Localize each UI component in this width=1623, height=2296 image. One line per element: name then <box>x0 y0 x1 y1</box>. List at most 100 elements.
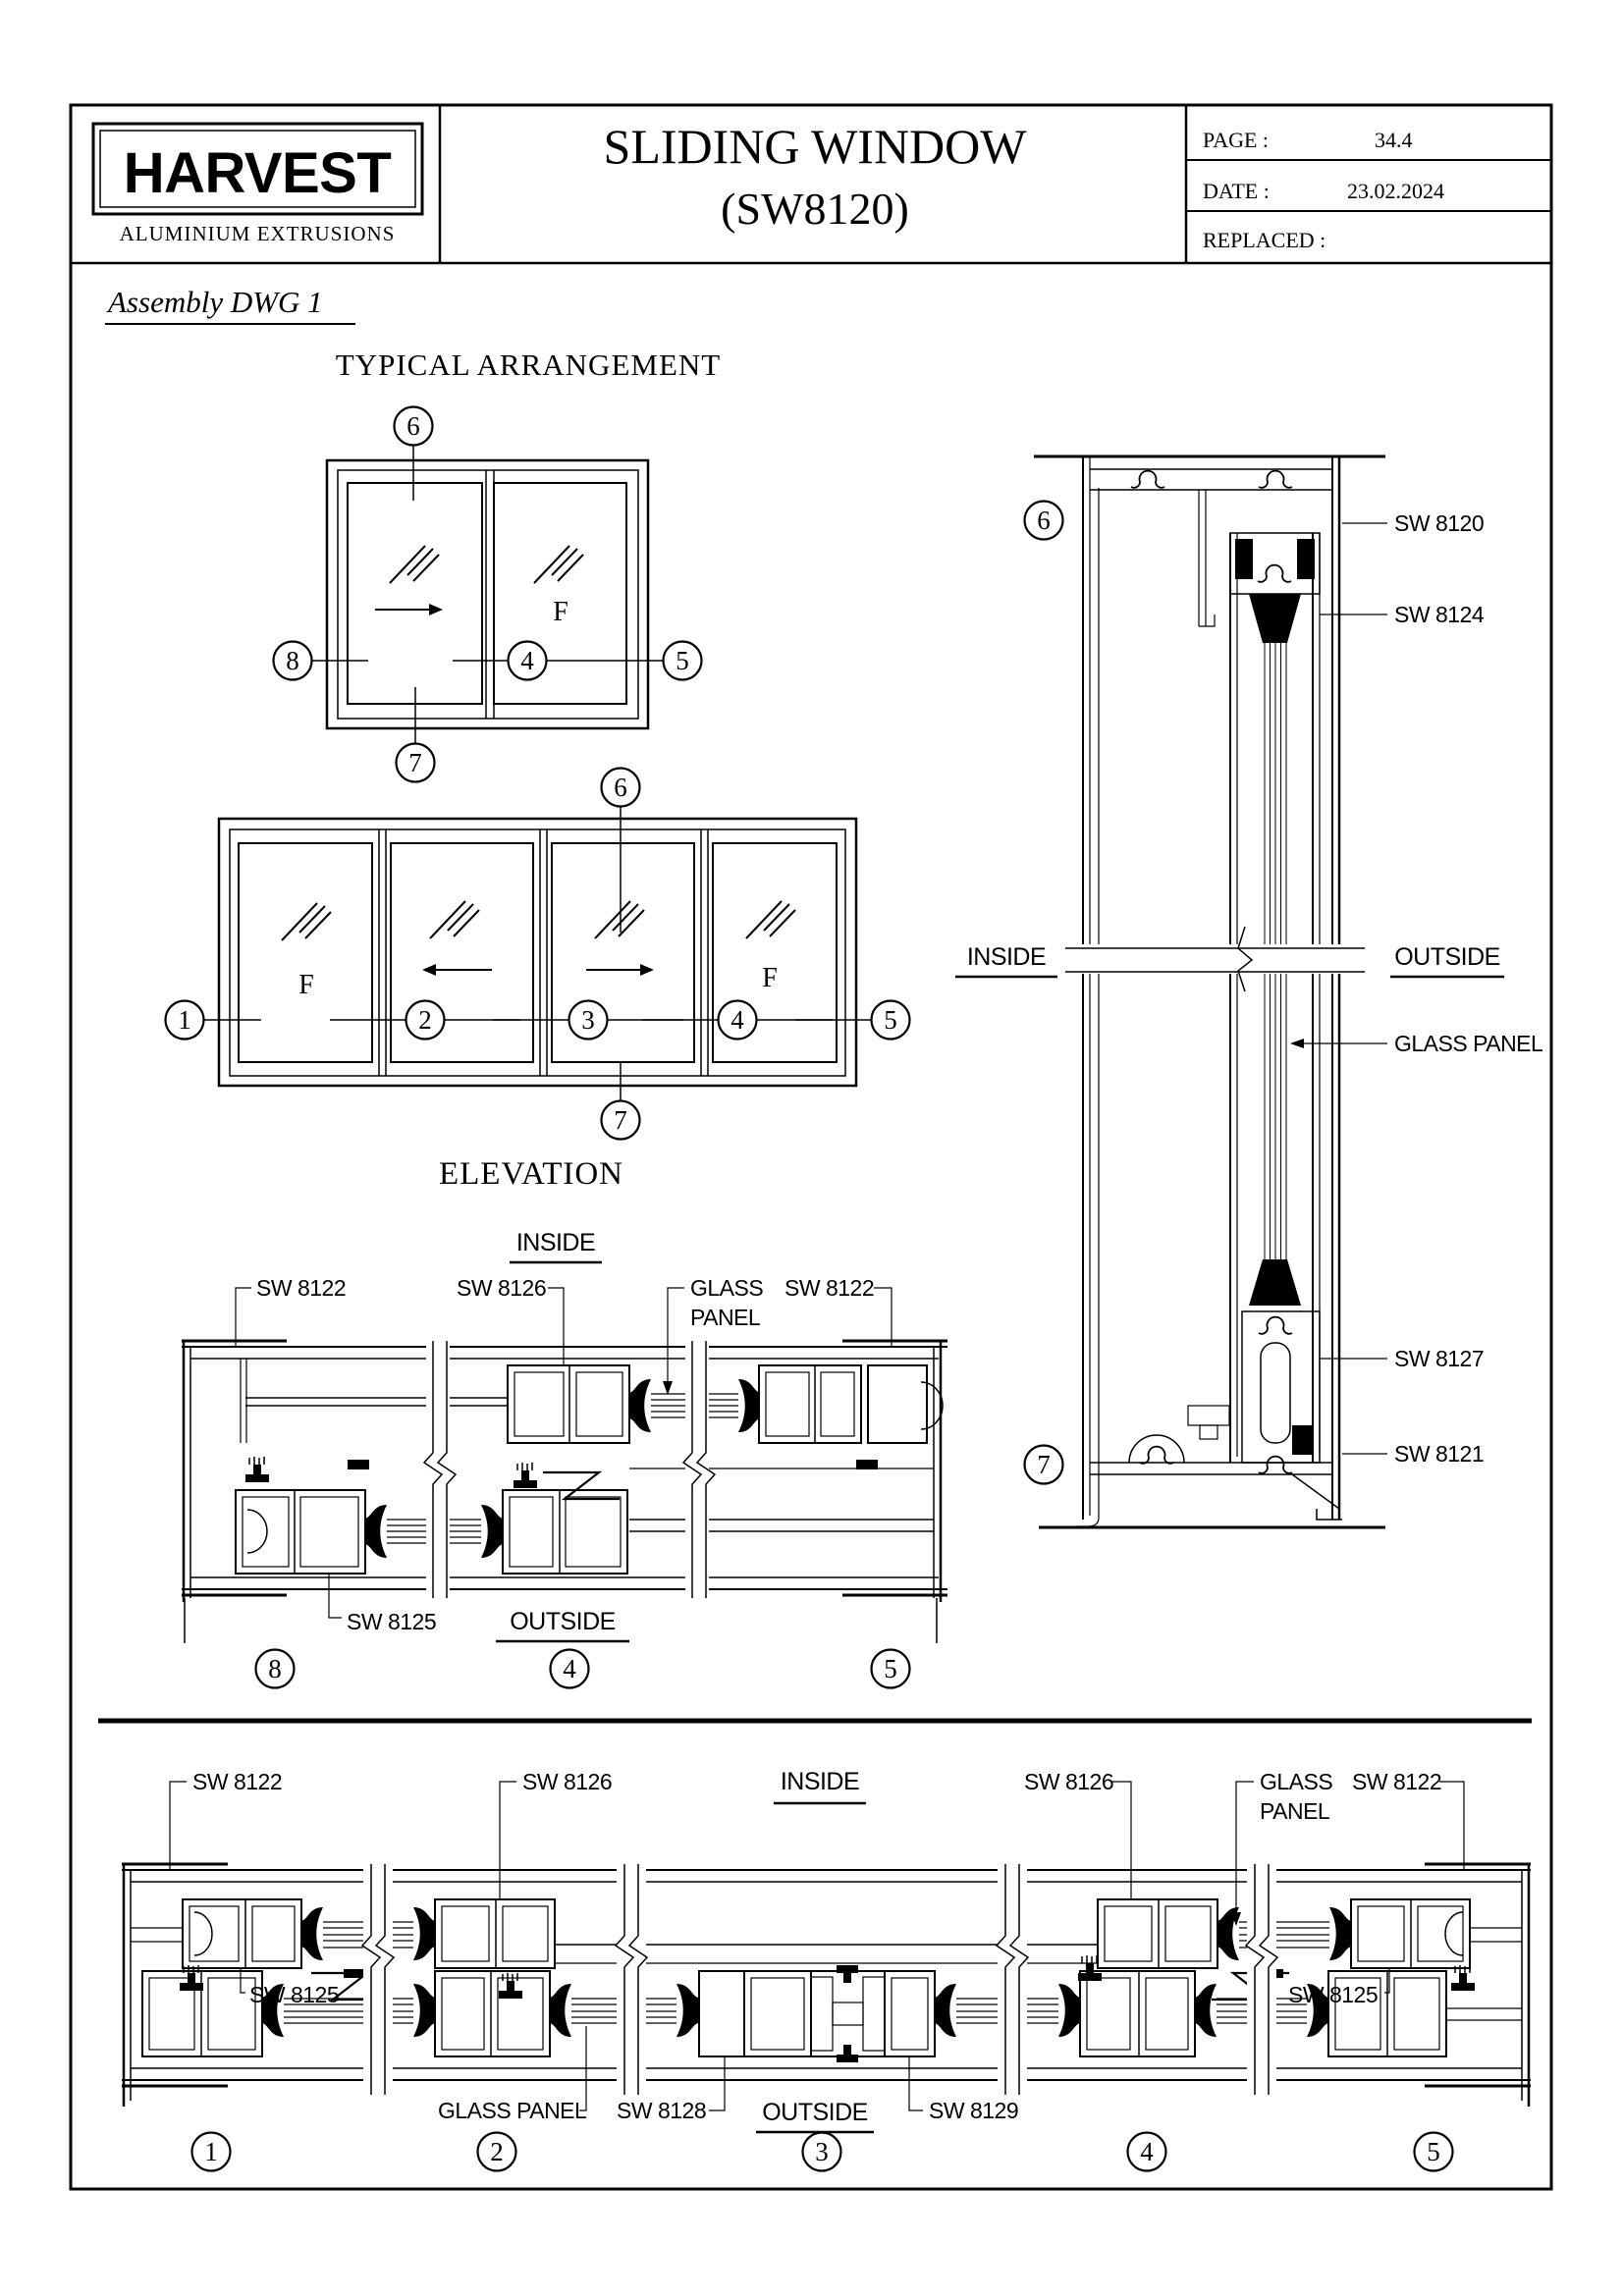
callout-2: 2 <box>405 999 446 1041</box>
label-sw8125: SW 8125 <box>347 1609 436 1634</box>
svg-text:5: 5 <box>884 1005 897 1035</box>
meeting-stile-detail <box>698 1965 936 2062</box>
callout-2: 2 <box>476 2131 517 2172</box>
section-break <box>360 1864 1279 2095</box>
glass-run <box>1239 1921 1329 1949</box>
callout-4: 4 <box>1126 2131 1167 2172</box>
logo-text: HARVEST <box>124 141 392 205</box>
label-sw8125: SW 8125 <box>1288 1982 1378 2007</box>
callout-1: 1 <box>190 2131 232 2172</box>
label-inside: INSIDE <box>967 943 1046 971</box>
typical-arrangement-title: TYPICAL ARRANGEMENT <box>336 347 721 382</box>
mid-horizontal-section: INSIDE SW 8122 SW 8126 GLASS PANEL SW 81… <box>182 1229 947 1689</box>
label-glass: GLASS <box>1260 1769 1332 1794</box>
callout-3: 3 <box>801 2131 842 2172</box>
date-value: 23.02.2024 <box>1347 179 1444 203</box>
label-sw8120: SW 8120 <box>1394 510 1484 536</box>
label-outside: OUTSIDE <box>1394 943 1500 971</box>
label-glass-panel: GLASS PANEL <box>438 2098 587 2123</box>
fixed-panel-label: F <box>553 597 568 627</box>
callout-8: 8 <box>254 1648 296 1689</box>
label-panel: PANEL <box>1260 1798 1330 1824</box>
svg-text:7: 7 <box>408 748 422 777</box>
glass-panel-vertical <box>1264 636 1287 1266</box>
title-block-info: PAGE : 34.4 DATE : 23.02.2024 REPLACED : <box>1186 128 1551 252</box>
page-label: PAGE : <box>1203 128 1269 152</box>
title-block: HARVEST ALUMINIUM EXTRUSIONS SLIDING WIN… <box>71 105 1551 265</box>
svg-text:5: 5 <box>1427 2137 1440 2166</box>
assembly-heading: Assembly DWG 1 <box>106 285 323 319</box>
window1-arrangement: F 6 8 4 5 7 <box>272 405 703 783</box>
label-sw8125: SW 8125 <box>249 1982 339 2007</box>
svg-text:5: 5 <box>884 1654 897 1683</box>
callout-5: 5 <box>870 999 911 1041</box>
label-sw8129: SW 8129 <box>929 2098 1018 2123</box>
label-glass-panel: GLASS PANEL <box>1394 1031 1543 1056</box>
label-sw8124: SW 8124 <box>1394 602 1485 627</box>
callout-4: 4 <box>507 640 548 681</box>
bottom-horizontal-section: SW 8122 SW 8126 INSIDE SW 8126 GLASS PAN… <box>122 1768 1531 2172</box>
label-inside: INSIDE <box>516 1229 595 1256</box>
callout-5: 5 <box>870 1648 911 1689</box>
callout-3: 3 <box>568 999 609 1041</box>
label-sw8127: SW 8127 <box>1394 1346 1484 1371</box>
svg-text:7: 7 <box>614 1105 627 1135</box>
callout-6: 6 <box>600 767 641 808</box>
label-sw8122: SW 8122 <box>784 1275 874 1301</box>
page-value: 34.4 <box>1375 128 1413 152</box>
callout-7: 7 <box>1023 1444 1064 1485</box>
label-sw8121: SW 8121 <box>1394 1441 1484 1467</box>
callout-5: 5 <box>1413 2131 1454 2172</box>
fixed-panel-label: F <box>762 963 778 993</box>
replaced-label: REPLACED : <box>1203 228 1325 252</box>
date-label: DATE : <box>1203 179 1270 203</box>
svg-text:4: 4 <box>1140 2137 1154 2166</box>
window2-elevation: F F 6 1 2 3 4 5 7 <box>164 767 911 1141</box>
label-sw8128: SW 8128 <box>617 2098 706 2123</box>
svg-text:1: 1 <box>178 1005 191 1035</box>
section-break <box>1065 926 1365 992</box>
harvest-logo: HARVEST ALUMINIUM EXTRUSIONS <box>91 122 424 245</box>
slide-arrow-left <box>422 964 492 976</box>
label-outside: OUTSIDE <box>510 1608 616 1635</box>
fixed-panel-label: F <box>298 970 314 1000</box>
slide-arrow-right <box>375 604 443 615</box>
svg-text:6: 6 <box>614 773 627 802</box>
label-sw8122: SW 8122 <box>1352 1769 1441 1794</box>
svg-text:2: 2 <box>418 1005 432 1035</box>
callout-6: 6 <box>393 405 434 447</box>
svg-text:3: 3 <box>581 1005 595 1035</box>
svg-text:4: 4 <box>563 1654 576 1683</box>
section-break <box>422 1341 717 1598</box>
svg-text:5: 5 <box>676 646 689 675</box>
label-inside: INSIDE <box>781 1768 859 1795</box>
label-sw8122: SW 8122 <box>256 1275 346 1301</box>
sheet-title-line1: SLIDING WINDOW <box>604 119 1028 174</box>
label-panel: PANEL <box>690 1305 761 1330</box>
svg-text:8: 8 <box>286 646 299 675</box>
svg-text:6: 6 <box>406 411 420 441</box>
callout-4: 4 <box>717 999 758 1041</box>
svg-text:8: 8 <box>268 1654 282 1683</box>
glass-run <box>284 1998 413 2024</box>
callout-8: 8 <box>272 640 313 681</box>
slide-arrow-right <box>586 964 654 976</box>
label-sw8126: SW 8126 <box>457 1275 546 1301</box>
callout-4: 4 <box>549 1648 590 1689</box>
label-sw8126: SW 8126 <box>522 1769 612 1794</box>
logo-subtitle: ALUMINIUM EXTRUSIONS <box>120 222 396 245</box>
svg-text:6: 6 <box>1037 506 1051 535</box>
callout-7: 7 <box>600 1099 641 1141</box>
page-border <box>69 103 1553 2191</box>
sheet-title-line2: (SW8120) <box>721 184 909 234</box>
elevation-title: ELEVATION <box>439 1156 623 1192</box>
callout-7: 7 <box>395 742 436 783</box>
callout-6: 6 <box>1023 500 1064 541</box>
svg-text:2: 2 <box>490 2137 504 2166</box>
label-sw8122: SW 8122 <box>192 1769 282 1794</box>
label-glass: GLASS <box>690 1275 763 1301</box>
callout-5: 5 <box>662 640 703 681</box>
headings: Assembly DWG 1 TYPICAL ARRANGEMENT ELEVA… <box>105 285 721 1192</box>
